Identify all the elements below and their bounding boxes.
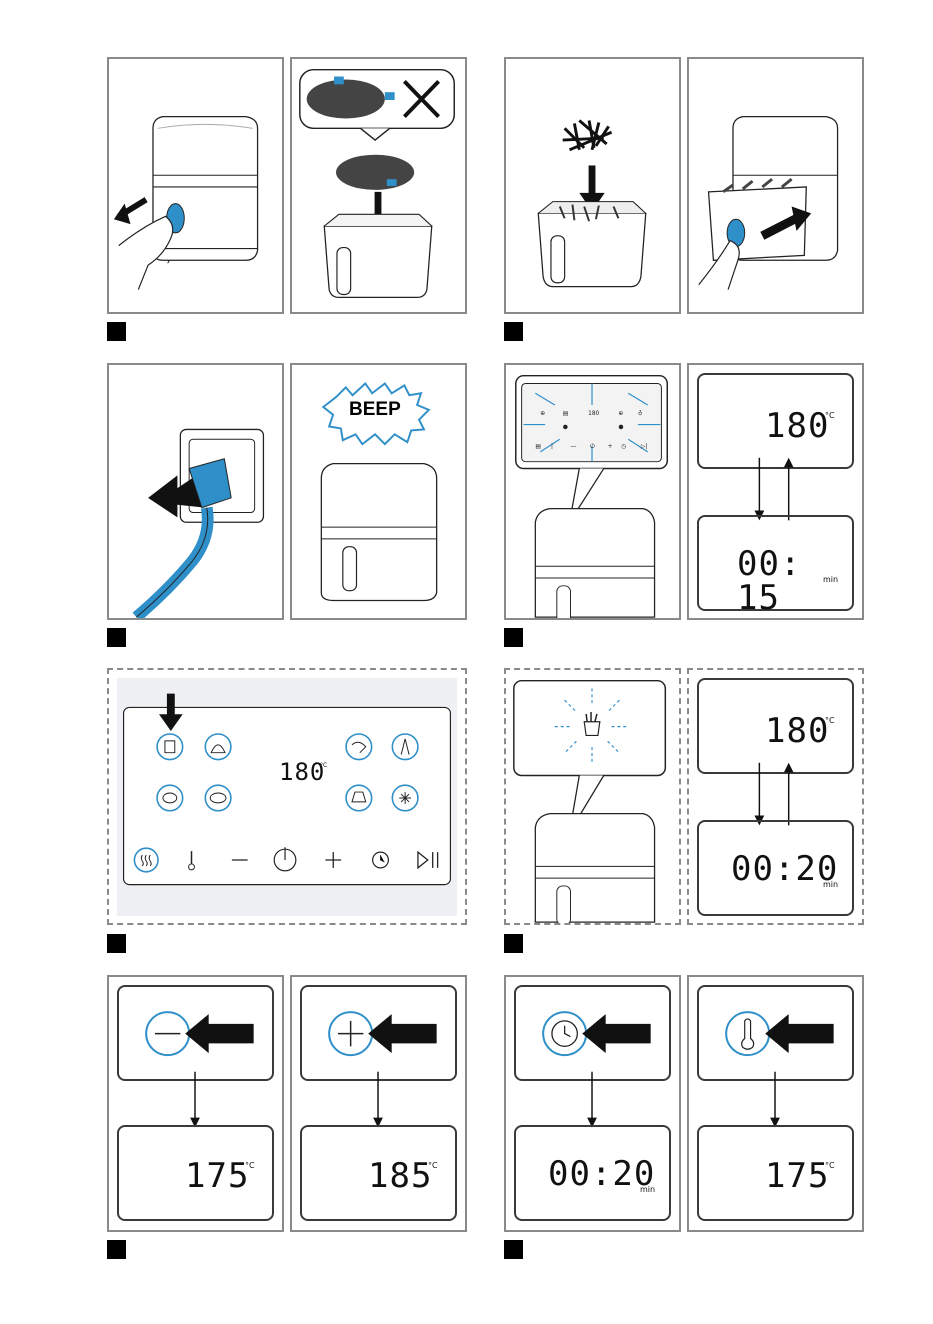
panel-default-display: 180 °C 00: 15 min	[687, 363, 864, 620]
step-number-3	[107, 628, 126, 647]
display-temperature: 180 °C	[697, 678, 854, 774]
control-panel-illustration	[109, 670, 465, 923]
preset-chicken-button	[157, 785, 183, 811]
crisper-plate-illustration	[292, 59, 465, 312]
air-fryer-icon	[321, 464, 436, 601]
svg-text:⊕: ⊕	[540, 411, 545, 417]
panel-timer: 00:20 min	[504, 975, 681, 1232]
panel-plug-in	[107, 363, 284, 620]
panel-preset-selected	[504, 668, 681, 925]
preset-veg-button	[392, 734, 418, 760]
unit-celsius: °C	[825, 716, 835, 725]
unit-min: min	[823, 575, 838, 584]
unit-min: min	[823, 880, 838, 889]
panel-plus: 185 °C	[290, 975, 467, 1232]
panel-control-panel: 180 °C	[107, 668, 467, 925]
svg-text:▷|: ▷|	[641, 444, 648, 450]
panel-minus: 175 °C	[107, 975, 284, 1232]
unit-min: min	[640, 1185, 655, 1194]
svg-text:◷: ◷	[621, 444, 626, 450]
unit-celsius: °C	[825, 411, 835, 420]
preset-selected-illustration	[506, 670, 679, 923]
arrow-icon	[765, 1014, 788, 1053]
panel-control-overview: ⊕ ▤ 180 ⊕ ♁ ● ● ▤ | — ⏻ + ◷ ▷|	[504, 363, 681, 620]
svg-text:⏻: ⏻	[590, 443, 595, 450]
svg-text:⊕: ⊕	[618, 411, 623, 417]
display-time: 00: 15 min	[697, 515, 854, 611]
panel-preset-display: 180 °C 00:20 min	[687, 668, 864, 925]
preset-fries-button	[157, 734, 183, 760]
preset-cake-button	[346, 785, 372, 811]
unit-celsius: °C	[428, 1161, 438, 1170]
panel-temperature: 175 °C	[687, 975, 864, 1232]
step-number-7	[107, 1240, 126, 1259]
preset-bread-button	[205, 734, 231, 760]
remove-basket-illustration	[109, 59, 282, 312]
svg-text:|: |	[551, 444, 553, 450]
unit-celsius: °C	[825, 1161, 835, 1170]
svg-text:+: +	[608, 444, 613, 450]
svg-text:180: 180	[588, 411, 599, 417]
insert-basket-illustration	[689, 59, 862, 312]
step-number-5	[107, 934, 126, 953]
svg-text:▤: ▤	[563, 411, 569, 417]
control-overview-illustration: ⊕ ▤ 180 ⊕ ♁ ● ● ▤ | — ⏻ + ◷ ▷|	[506, 365, 679, 618]
beep-text: BEEP	[349, 399, 401, 421]
fries-icon	[584, 722, 600, 736]
heating-button	[134, 848, 158, 872]
panel-remove-basket	[107, 57, 284, 314]
svg-text:▤: ▤	[535, 444, 541, 450]
step-number-4	[504, 628, 523, 647]
panel-beep: BEEP	[290, 363, 467, 620]
fries-icon	[563, 121, 612, 150]
display-time: 00:20 min	[514, 1125, 671, 1221]
step-number-2	[504, 322, 523, 341]
panel-temp-value: 180	[279, 760, 325, 784]
temperature-value: 180	[765, 714, 829, 748]
display-temperature: 180 °C	[697, 373, 854, 469]
svg-text:●: ●	[618, 424, 623, 430]
temperature-value: 180	[765, 409, 829, 443]
add-food-illustration	[506, 59, 679, 312]
preset-steak-button	[205, 785, 231, 811]
plug-in-illustration	[109, 365, 282, 618]
svg-text:—: —	[571, 444, 577, 450]
display-temperature: 175 °C	[697, 1125, 854, 1221]
unit-celsius: °C	[245, 1161, 255, 1170]
panel-insert-basket	[687, 57, 864, 314]
temperature-value: 175	[765, 1159, 829, 1193]
arrow-icon	[185, 1014, 208, 1053]
step-number-1	[107, 322, 126, 341]
preset-fish-button	[346, 734, 372, 760]
svg-text:♁: ♁	[638, 409, 642, 417]
temperature-value: 185	[368, 1159, 432, 1193]
panel-crisper-plate	[290, 57, 467, 314]
display-temperature: 175 °C	[117, 1125, 274, 1221]
step-number-8	[504, 1240, 523, 1259]
step-number-6	[504, 934, 523, 953]
arrow-icon	[368, 1014, 391, 1053]
crisper-plate-icon	[307, 79, 385, 118]
arrow-icon	[582, 1014, 605, 1053]
display-time: 00:20 min	[697, 820, 854, 916]
panel-temp-unit: °C	[320, 762, 327, 769]
temperature-value: 175	[185, 1159, 249, 1193]
svg-text:●: ●	[563, 424, 568, 430]
display-temperature: 185 °C	[300, 1125, 457, 1221]
panel-add-food	[504, 57, 681, 314]
